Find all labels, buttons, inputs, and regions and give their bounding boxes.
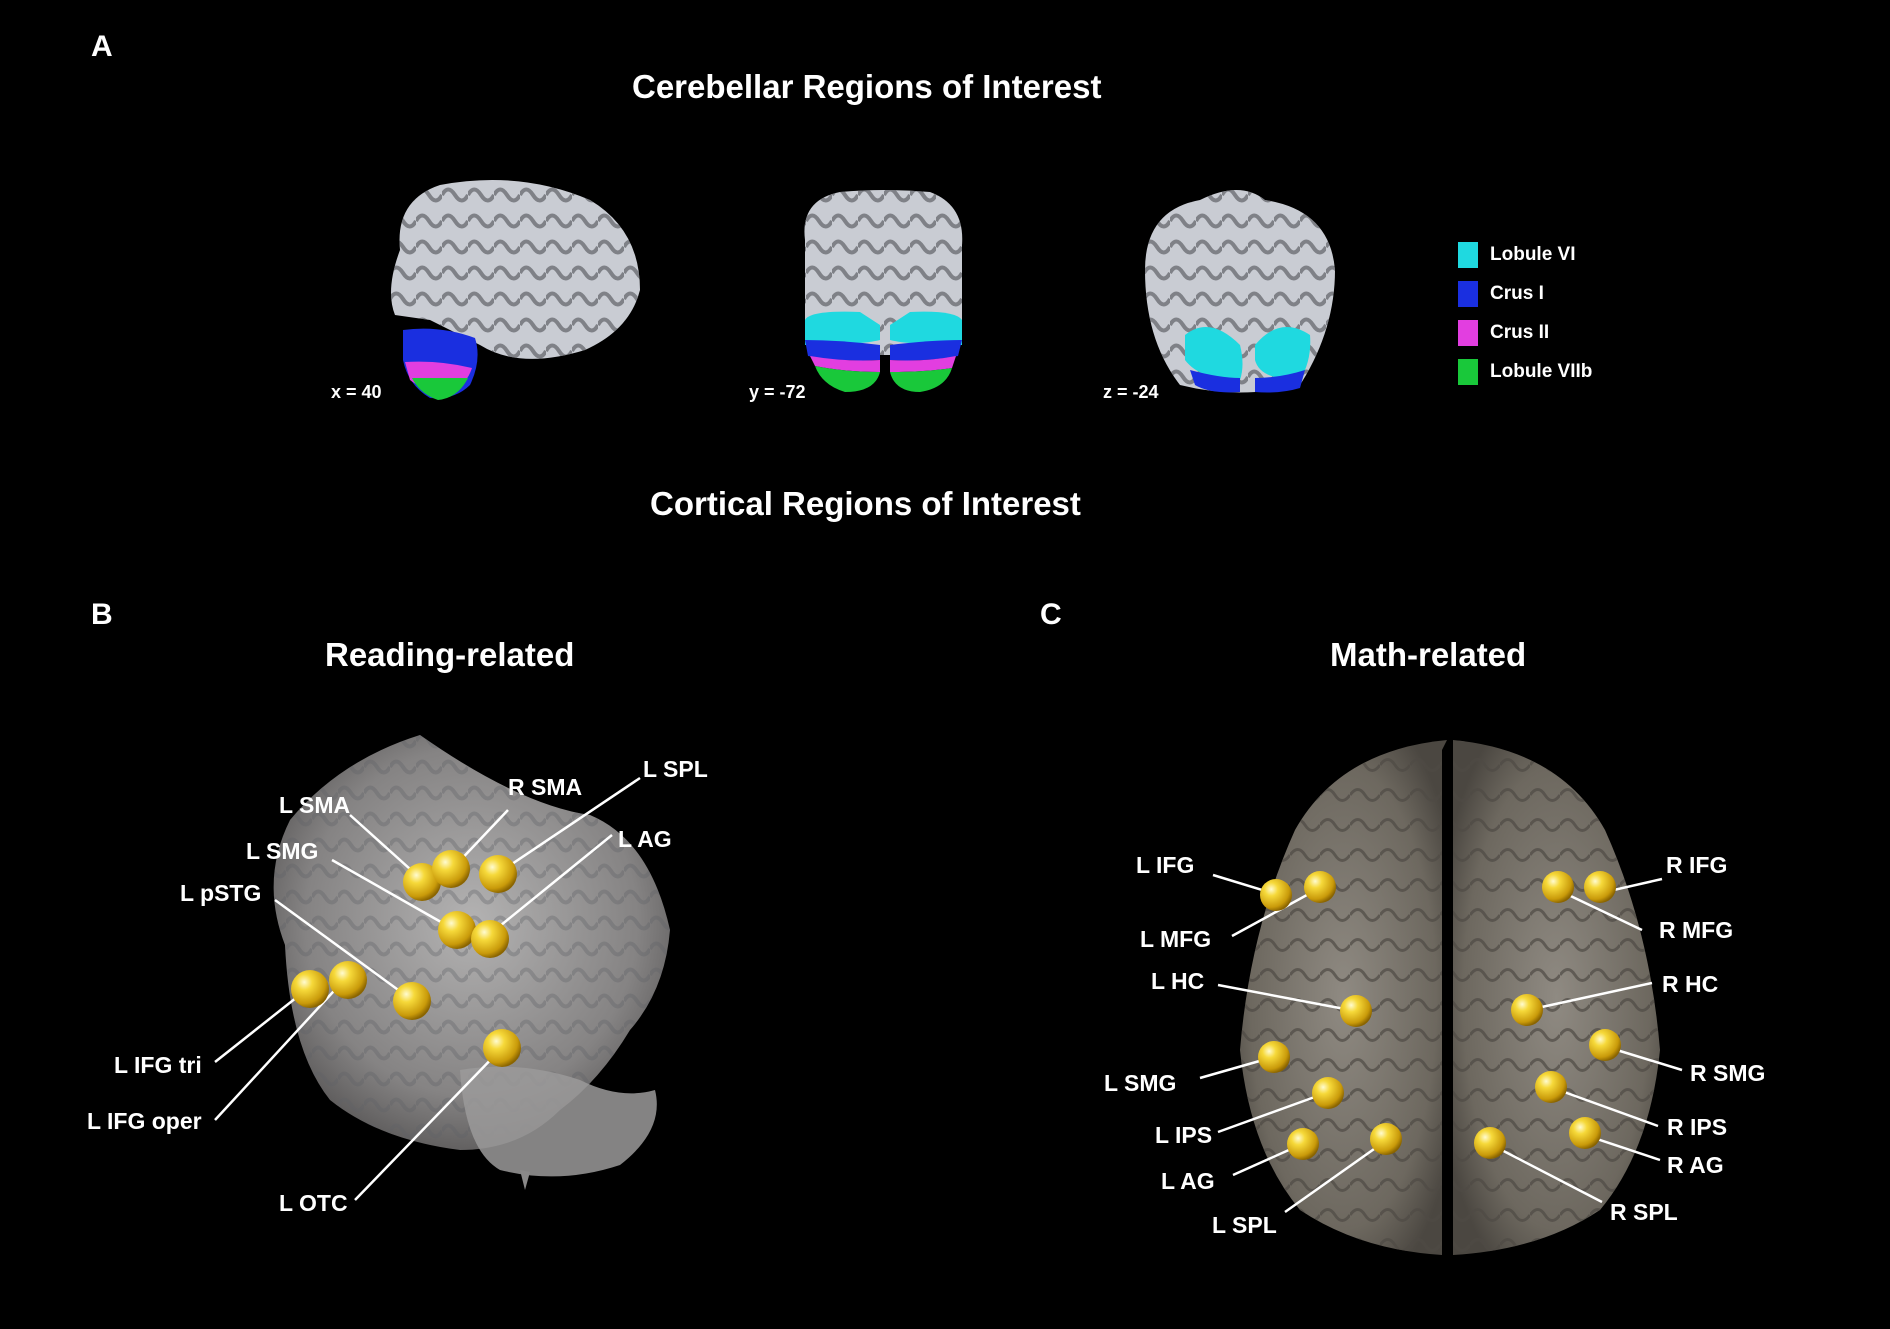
reading-roi-spheres [291,850,521,1067]
reading-heading: Reading-related [325,636,575,673]
panel-letter-a: A [91,30,113,63]
coronal-coord-label: y = -72 [749,382,806,402]
math-label-l-ag: L AG [1161,1168,1215,1194]
math-label-r-spl: R SPL [1610,1199,1678,1225]
sagittal-coord-label: x = 40 [331,382,382,402]
math-heading: Math-related [1330,636,1527,673]
math-label-r-ips: R IPS [1667,1114,1727,1140]
reading-label-l-ifg-oper: L IFG oper [87,1108,202,1134]
reading-label-l-ifg-tri: L IFG tri [114,1052,202,1078]
panel-letter-c: C [1040,598,1062,631]
math-roi-spheres [1258,871,1621,1160]
legend-label-lobule-viib: Lobule VIIb [1490,361,1593,382]
math-label-l-ips: L IPS [1155,1122,1212,1148]
legend-swatch-lobule-vi [1458,242,1478,268]
legend-label-lobule-vi: Lobule VI [1490,244,1576,265]
coronal-slice [804,190,963,392]
math-label-l-hc: L HC [1151,968,1204,994]
cerebellar-heading: Cerebellar Regions of Interest [632,68,1102,105]
cerebellar-legend: Lobule VI Crus I Crus II Lobule VIIb [1458,236,1592,392]
math-label-r-smg: R SMG [1690,1060,1765,1086]
reading-label-l-smg: L SMG [246,838,318,864]
reading-label-l-sma: L SMA [279,792,350,818]
math-label-r-ag: R AG [1667,1152,1724,1178]
sagittal-slice [391,180,640,400]
math-label-r-hc: R HC [1662,971,1718,997]
axial-coord-label: z = -24 [1103,382,1159,402]
reading-label-r-sma: R SMA [508,774,582,800]
math-label-l-smg: L SMG [1104,1070,1176,1096]
reading-leader-lines [214,776,641,1201]
reading-label-l-ag: L AG [618,826,672,852]
math-label-r-ifg: R IFG [1666,852,1727,878]
reading-label-l-pstg: L pSTG [180,880,261,906]
cortical-heading: Cortical Regions of Interest [650,485,1081,522]
legend-swatch-crus-i [1458,281,1478,307]
math-label-l-mfg: L MFG [1140,926,1211,952]
legend-item-lobule-viib: Lobule VIIb [1458,353,1592,391]
math-label-l-spl: L SPL [1212,1212,1277,1238]
math-label-r-mfg: R MFG [1659,917,1733,943]
math-label-l-ifg: L IFG [1136,852,1194,878]
axial-slice [1145,190,1335,393]
panel-letter-b: B [91,598,113,631]
legend-item-crus-i: Crus I [1458,275,1592,313]
legend-item-crus-ii: Crus II [1458,314,1592,352]
legend-swatch-lobule-viib [1458,359,1478,385]
math-brain [1240,740,1660,1255]
legend-label-crus-i: Crus I [1490,283,1544,304]
legend-swatch-crus-ii [1458,320,1478,346]
reading-label-l-otc: L OTC [279,1190,348,1216]
legend-label-crus-ii: Crus II [1490,322,1550,343]
reading-label-l-spl: L SPL [643,756,708,782]
legend-item-lobule-vi: Lobule VI [1458,236,1592,274]
